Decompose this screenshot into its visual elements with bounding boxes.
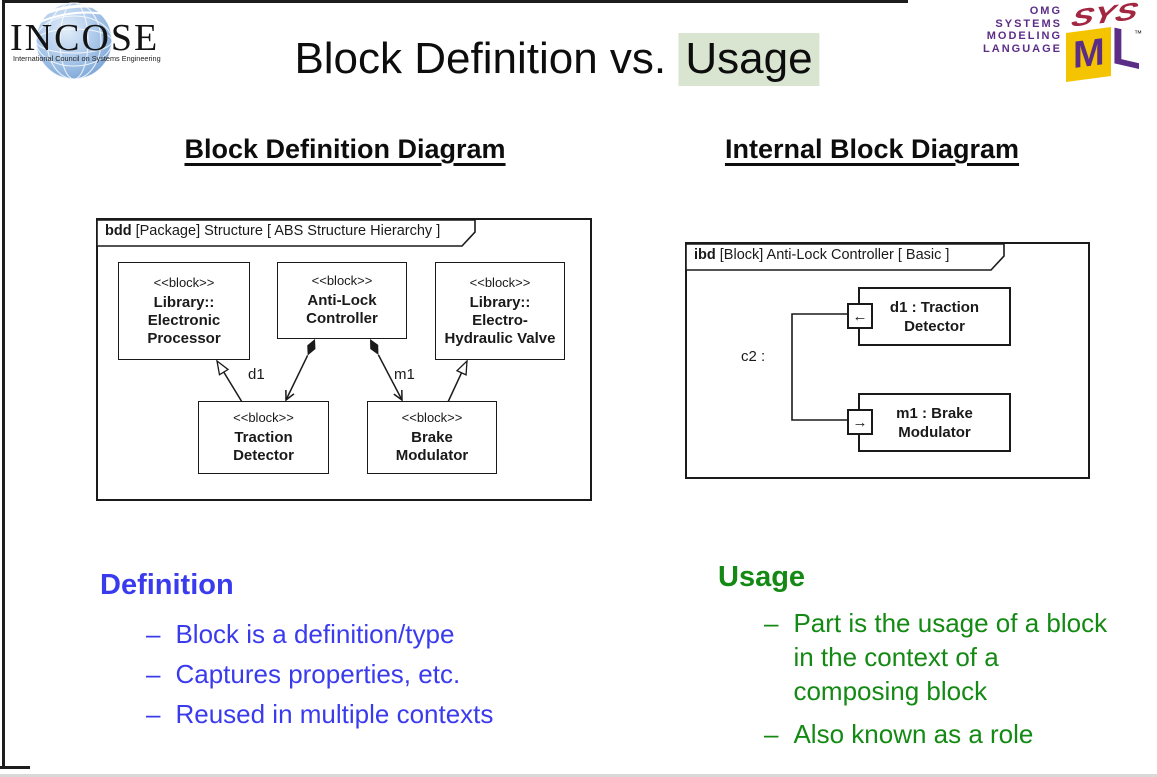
globe-swoosh [23, 4, 123, 32]
sysml-org-line: SYSTEMS [995, 17, 1062, 30]
connector-label-c2: c2 : [741, 348, 766, 365]
bullet-dash: – [146, 699, 161, 729]
definition-section: Definition – Block is a definition/type … [100, 568, 493, 734]
page-title-prefix: Block Definition vs. [294, 34, 679, 83]
sysml-org-line: OMG [1029, 5, 1062, 17]
block-brake-modulator: <<block>> Brake Modulator [367, 401, 497, 474]
bdd-frame-border [96, 218, 592, 501]
bullet-dash: – [764, 719, 779, 749]
edge-label-d1: d1 [248, 366, 265, 383]
ibd-frame-title: [Block] Anti-Lock Controller [ Basic ] [715, 247, 950, 263]
part-name-line: d1 : Traction [889, 298, 980, 316]
block-stereotype: <<block>> [153, 274, 215, 290]
sysml-cube-front-face: M [1066, 27, 1111, 82]
bdd-frame-title: [Package] Structure [ ABS Structure Hier… [131, 223, 441, 239]
definition-heading: Definition [100, 569, 234, 601]
bullet-dash: – [764, 608, 779, 638]
slide-border-bottom-stub [0, 766, 30, 769]
slide-bottom-shadow [0, 774, 1157, 777]
bullet-text: Reused in multiple contexts [175, 699, 494, 729]
part-name-line: Detector [904, 317, 965, 335]
usage-bullets: – Part is the usage of a block in the co… [718, 606, 1119, 751]
usage-heading: Usage [718, 561, 806, 593]
block-name-line: Hydraulic Valve [444, 329, 556, 347]
ibd-frame-border [685, 242, 1090, 479]
sysml-org-line: MODELING [986, 30, 1062, 42]
definition-bullets: – Block is a definition/type – Captures … [100, 614, 493, 734]
right-arrow-icon: → [852, 413, 868, 431]
bdd-frame-tab [96, 219, 476, 247]
block-electro-hydraulic-valve: <<block>> Library:: Electro- Hydraulic V… [435, 262, 565, 360]
block-name-line: Library:: [153, 293, 215, 311]
bullet-item: – Also known as a role [764, 717, 1119, 751]
slide-border-left [2, 0, 5, 767]
part-name-line: Modulator [898, 423, 971, 441]
port-d1-input: ← [847, 303, 873, 329]
bullet-text: Also known as a role [793, 719, 1034, 749]
sysml-cube-front-letter: M [1072, 31, 1105, 77]
bdd-composition-edges [285, 339, 403, 402]
ibd-diagram: ibd [Block] Anti-Lock Controller [ Basic… [685, 242, 1090, 479]
bullet-item: – Reused in multiple contexts [146, 694, 493, 734]
incose-wordmark: INCOSE [10, 17, 159, 59]
sysml-logo: OMG SYSTEMS MODELING LANGUAGE SYS M L ™ [952, 0, 1152, 98]
globe-circle [36, 3, 112, 79]
block-traction-detector: <<block>> Traction Detector [198, 401, 329, 474]
part-d1-traction-detector: d1 : Traction Detector [858, 287, 1011, 346]
heading-internal-block-diagram: Internal Block Diagram [724, 134, 1020, 164]
block-name-line: Processor [147, 329, 221, 347]
bdd-generalization-edges [216, 359, 468, 403]
block-name-line: Controller [306, 310, 378, 327]
sysml-org-line: LANGUAGE [983, 42, 1062, 55]
block-name-line: Electro- [472, 311, 528, 329]
bullet-text: Part is the usage of a block in the cont… [793, 608, 1108, 706]
ibd-connector-c2 [791, 313, 847, 421]
port-m1-output: → [847, 409, 873, 435]
part-name-line: m1 : Brake [896, 404, 973, 422]
ibd-frame-kind: ibd [694, 247, 716, 263]
block-stereotype: <<block>> [311, 273, 373, 288]
part-m1-brake-modulator: m1 : Brake Modulator [858, 393, 1011, 452]
block-stereotype: <<block>> [233, 410, 294, 425]
ibd-frame-tab [685, 243, 1005, 271]
ibd-frame-label: ibd [Block] Anti-Lock Controller [ Basic… [694, 247, 949, 263]
block-name-line: Electronic [147, 311, 221, 329]
block-name-line: Modulator [395, 447, 469, 464]
incose-logo: INCOSE International Council on Systems … [6, 1, 191, 81]
bullet-text: Block is a definition/type [175, 619, 455, 649]
slide-border-top [2, 0, 908, 3]
bullet-dash: – [146, 659, 161, 689]
page-title-highlight: Usage [678, 33, 820, 86]
block-name-line: Brake [411, 429, 453, 446]
bullet-dash: – [146, 619, 161, 649]
usage-section: Usage – Part is the usage of a block in … [718, 560, 1119, 760]
bullet-item: – Part is the usage of a block in the co… [764, 606, 1119, 708]
block-stereotype: <<block>> [401, 410, 463, 425]
bullet-text: Captures properties, etc. [175, 659, 461, 689]
bdd-frame-label: bdd [Package] Structure [ ABS Structure … [105, 223, 440, 239]
bullet-item: – Captures properties, etc. [146, 654, 493, 694]
bullet-item: – Block is a definition/type [146, 614, 493, 654]
bdd-frame-and-connectors [96, 218, 592, 501]
sysml-org-text: OMG SYSTEMS MODELING LANGUAGE [952, 5, 1062, 55]
edge-label-m1: m1 [394, 366, 415, 383]
block-name-line: Library:: [469, 293, 531, 311]
sysml-trademark: ™ [1134, 29, 1142, 38]
ibd-frame-and-connector [685, 242, 1090, 479]
block-name-line: Detector [233, 447, 294, 464]
block-anti-lock-controller: <<block>> Anti-Lock Controller [277, 262, 407, 339]
block-name-line: Anti-Lock [307, 292, 377, 309]
heading-block-definition-diagram: Block Definition Diagram [184, 134, 506, 164]
bdd-frame-kind: bdd [105, 223, 132, 239]
incose-globe-graphic: INCOSE International Council on Systems … [10, 2, 161, 80]
block-name-line: Traction [234, 429, 293, 446]
globe-grid [35, 2, 113, 80]
block-electronic-processor: <<block>> Library:: Electronic Processor [118, 262, 250, 360]
sysml-cube: SYS M L ™ [1064, 0, 1150, 89]
page-title: Block Definition vs. Usage [294, 33, 820, 86]
left-arrow-icon: ← [852, 307, 868, 325]
bdd-diagram: bdd [Package] Structure [ ABS Structure … [96, 218, 593, 502]
incose-tagline: International Council on Systems Enginee… [13, 54, 161, 63]
block-stereotype: <<block>> [469, 274, 531, 290]
